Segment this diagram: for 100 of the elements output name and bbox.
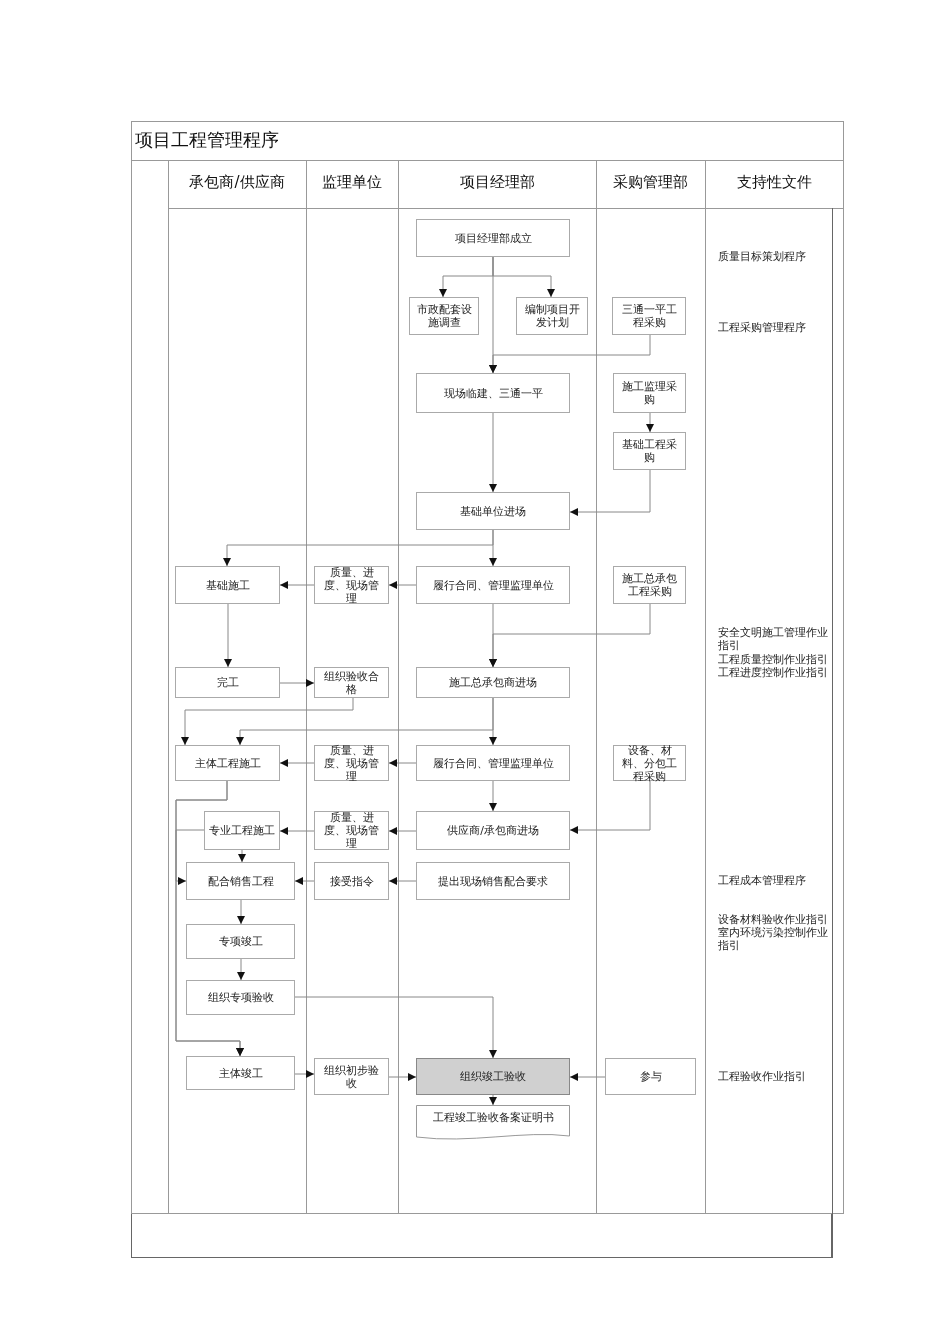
node-text: 质量、进度、现场管理 [323, 811, 380, 850]
node-text: 组织验收合格 [323, 669, 380, 696]
lane-header: 承包商/供应商 [188, 172, 286, 192]
process-box [175, 667, 280, 698]
arrow [238, 849, 246, 863]
process-box [613, 745, 686, 781]
node-text: 项目经理部成立 [454, 231, 532, 245]
process-box [314, 667, 389, 698]
process-box [612, 297, 686, 335]
arrow [388, 581, 417, 589]
lane-header: 采购管理部 [612, 172, 689, 192]
arrow [388, 1073, 417, 1081]
process-box [605, 1058, 696, 1095]
arrow [181, 697, 354, 746]
arrow [279, 827, 315, 835]
document-reference: 质量目标策划程序 [718, 250, 807, 263]
node-text: 专项竣工 [218, 935, 263, 948]
process-box [175, 566, 280, 604]
node-text: 完工 [216, 676, 239, 689]
document-reference: 工程验收作业指引 [718, 1070, 807, 1083]
process-box [314, 1058, 389, 1095]
process-box [416, 811, 570, 850]
node-text: 主体竣工 [218, 1066, 263, 1080]
arrow [489, 603, 651, 668]
arrow [388, 759, 417, 767]
node-text: 组织专项验收 [207, 991, 274, 1004]
arrow [388, 877, 417, 885]
node-text: 配合销售工程 [207, 874, 274, 888]
arrow [646, 412, 654, 433]
document-reference: 工程采购管理程序 [718, 321, 807, 334]
node-text: 主体工程施工 [194, 756, 261, 770]
process-box [175, 745, 280, 781]
process-box [613, 373, 686, 413]
node-text: 施工监理采购 [621, 380, 678, 406]
node-text: 现场临建、三通一平 [443, 386, 543, 400]
node-text: 接受指令 [329, 874, 374, 888]
diagram-title: 项目工程管理程序 [135, 128, 279, 152]
process-box [613, 566, 686, 604]
node-text: 施工总承包商进场 [449, 676, 537, 689]
document-shape [416, 1105, 570, 1142]
process-box [416, 1058, 570, 1095]
arrow [489, 334, 651, 374]
arrow [489, 412, 497, 493]
node-text: 工程竣工验收备案证明书 [432, 1111, 554, 1124]
node-text: 质量、进度、现场管理 [323, 565, 380, 605]
arrow [237, 899, 245, 925]
node-text: 施工总承包工程采购 [621, 572, 678, 598]
process-box [416, 745, 570, 781]
arrow [279, 581, 315, 589]
process-box [186, 924, 295, 959]
process-box [409, 297, 479, 335]
document-reference: 工程质量控制作业指引 [718, 653, 829, 666]
arrow [489, 697, 497, 746]
arrow [294, 996, 497, 1059]
node-text: 组织竣工验收 [460, 1070, 526, 1083]
process-box [416, 492, 570, 530]
arrow [237, 958, 245, 981]
arrow [489, 1094, 497, 1106]
node-text: 编制项目开发计划 [523, 303, 581, 329]
process-box [416, 566, 570, 604]
node-text: 提出现场销售配合要求 [438, 874, 548, 888]
node-text: 履行合同、管理监理单位 [432, 578, 554, 592]
document-reference: 室内环境污染控制作业指引 [718, 926, 829, 952]
arrow [489, 780, 497, 812]
document-reference: 工程进度控制作业指引 [718, 666, 829, 679]
document-reference: 设备材料验收作业指引 [718, 913, 829, 926]
arrow [279, 759, 315, 767]
node-text: 质量、进度、现场管理 [323, 743, 380, 783]
node-text: 基础单位进场 [460, 504, 526, 518]
node-text: 基础施工 [205, 578, 250, 592]
process-box [314, 566, 389, 604]
node-text: 组织初步验收 [323, 1063, 380, 1090]
process-box [186, 1056, 295, 1090]
node-text: 专业工程施工 [209, 824, 275, 837]
node-text: 市政配套设施调查 [415, 303, 473, 329]
arrow [569, 469, 651, 516]
node-text: 履行合同、管理监理单位 [432, 756, 554, 770]
arrow [224, 603, 232, 668]
process-box [613, 432, 686, 470]
process-box [314, 862, 389, 900]
node-text: 设备、材料、分包工程采购 [621, 743, 678, 783]
arrow [388, 827, 417, 835]
process-box [186, 980, 295, 1015]
process-box [416, 862, 570, 900]
node-text: 供应商/承包商进场 [447, 824, 539, 837]
process-box [314, 745, 389, 781]
arrow [489, 529, 497, 567]
node-text: 三通一平工程采购 [620, 303, 678, 329]
node-text: 参与 [639, 1070, 662, 1083]
arrow [569, 1073, 606, 1081]
process-box [186, 862, 295, 900]
process-box [416, 373, 570, 413]
lane-header: 支持性文件 [736, 172, 813, 192]
process-box [314, 811, 389, 850]
document-reference: 工程成本管理程序 [718, 874, 807, 887]
process-box [416, 219, 570, 257]
process-box [516, 297, 588, 335]
arrow [294, 877, 315, 885]
arrow [279, 679, 315, 687]
document-reference: 安全文明施工管理作业指引 [718, 626, 829, 652]
